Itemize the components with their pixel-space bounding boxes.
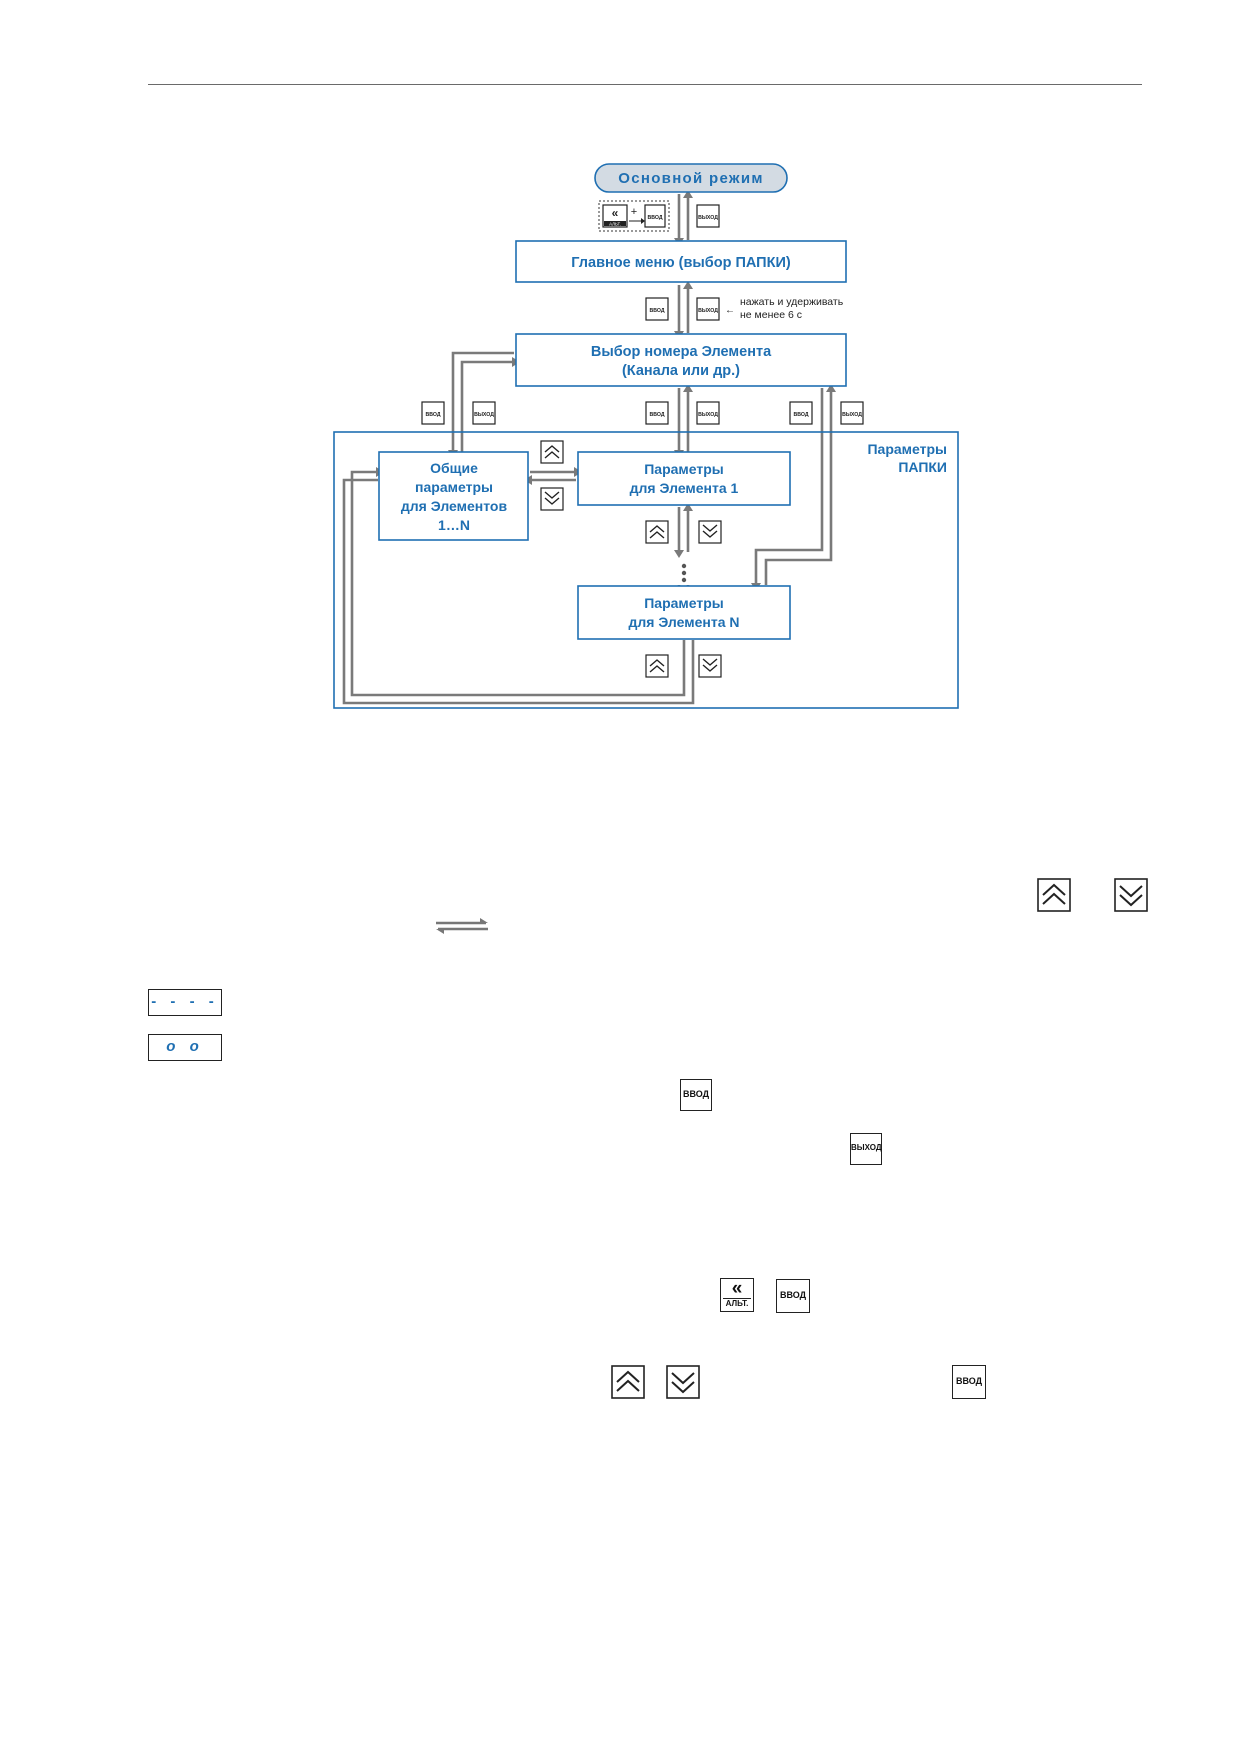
common-params-line1: Общие — [430, 460, 478, 476]
up-key-icon — [645, 520, 669, 544]
enter-key-icon — [644, 204, 666, 228]
up-key-icon — [540, 440, 564, 464]
enter-key-icon — [421, 401, 445, 425]
hold-note-line2: не менее 6 с — [740, 309, 802, 321]
exchange-arrows-icon — [436, 918, 488, 934]
folder-params-frame — [333, 431, 959, 709]
display-o-o: o o — [148, 1034, 222, 1061]
common-params-box — [378, 451, 529, 541]
folder-params-line2: ПАПКИ — [898, 459, 947, 475]
params-element-n-line1: Параметры — [644, 595, 724, 611]
exit-key-icon — [696, 204, 720, 228]
params-element-1-line1: Параметры — [644, 461, 724, 477]
enter-key-icon: ВВОД — [776, 1279, 810, 1313]
enter-key-icon: ВВОД — [680, 1079, 712, 1111]
params-element-n-line2: для Элемента N — [628, 614, 739, 630]
alt-key-icon: « АЛЬТ. — [720, 1278, 754, 1312]
plus-sign: + — [631, 206, 637, 218]
exit-key-icon: ВЫХОД — [850, 1133, 882, 1165]
element-select-box — [515, 333, 847, 387]
exit-key-label: ВЫХОД — [698, 215, 718, 221]
down-key-icon — [698, 520, 722, 544]
alt-key-label: АЛЬТ. — [609, 221, 621, 226]
enter-key-icon — [789, 401, 813, 425]
alt-key-band — [604, 221, 626, 226]
header-rule — [148, 84, 1142, 85]
enter-key-label: ВВОД — [647, 215, 662, 221]
main-menu-box — [515, 240, 847, 283]
element-select-line1: Выбор номера Элемента — [591, 344, 772, 360]
enter-key-label: ВВОД — [955, 1376, 983, 1386]
down-key-icon — [1114, 878, 1148, 912]
main-mode-label: Основной режим — [618, 170, 764, 187]
exit-key-icon — [696, 401, 720, 425]
down-key-icon — [666, 1365, 700, 1399]
common-params-line3: для Элементов — [401, 498, 508, 514]
enter-key-icon — [645, 401, 669, 425]
exit-key-label: ВЫХОД — [474, 412, 494, 418]
down-key-icon — [698, 654, 722, 678]
params-element-1-line2: для Элемента 1 — [630, 480, 739, 496]
element-select-line2: (Канала или др.) — [622, 363, 740, 379]
alt-key-chevrons: « — [731, 1278, 743, 1299]
down-key-icon — [540, 487, 564, 511]
enter-key-label: ВВОД — [793, 412, 808, 418]
main-mode-pill — [594, 163, 788, 193]
exit-key-label: ВЫХОД — [851, 1143, 882, 1152]
common-params-line4: 1…N — [438, 517, 470, 533]
main-menu-label: Главное меню (выбор ПАПКИ) — [571, 255, 791, 271]
params-element-n-box — [577, 585, 791, 640]
common-params-line2: параметры — [415, 479, 493, 495]
enter-key-icon: ВВОД — [952, 1365, 986, 1399]
menu-structure-diagram: Основной режим Главное меню (выбор ПАПКИ… — [333, 163, 959, 709]
params-element-1-box — [577, 451, 791, 506]
exit-key-label: ВЫХОД — [842, 412, 862, 418]
exit-key-icon — [472, 401, 496, 425]
up-key-icon — [611, 1365, 645, 1399]
enter-key-label: ВВОД — [425, 412, 440, 418]
alt-key-chevrons: « — [612, 206, 619, 220]
exit-key-icon — [840, 401, 864, 425]
enter-key-label: ВВОД — [649, 308, 664, 314]
folder-params-line1: Параметры — [867, 441, 947, 457]
enter-key-label: ВВОД — [682, 1089, 710, 1099]
left-arrow-icon: ← — [725, 305, 735, 316]
display-dashes: - - - - — [148, 989, 222, 1016]
up-key-icon — [1037, 878, 1071, 912]
up-key-icon — [645, 654, 669, 678]
key-combo-frame — [598, 200, 670, 232]
enter-key-label: ВВОД — [779, 1290, 807, 1300]
exit-key-label: ВЫХОД — [698, 412, 718, 418]
enter-key-label: ВВОД — [649, 412, 664, 418]
exit-key-label: ВЫХОД — [698, 308, 718, 314]
hold-note-line1: нажать и удерживать — [740, 296, 844, 308]
alt-key-label: АЛЬТ. — [725, 1299, 749, 1308]
enter-key-icon — [645, 297, 669, 321]
exit-key-icon — [696, 297, 720, 321]
